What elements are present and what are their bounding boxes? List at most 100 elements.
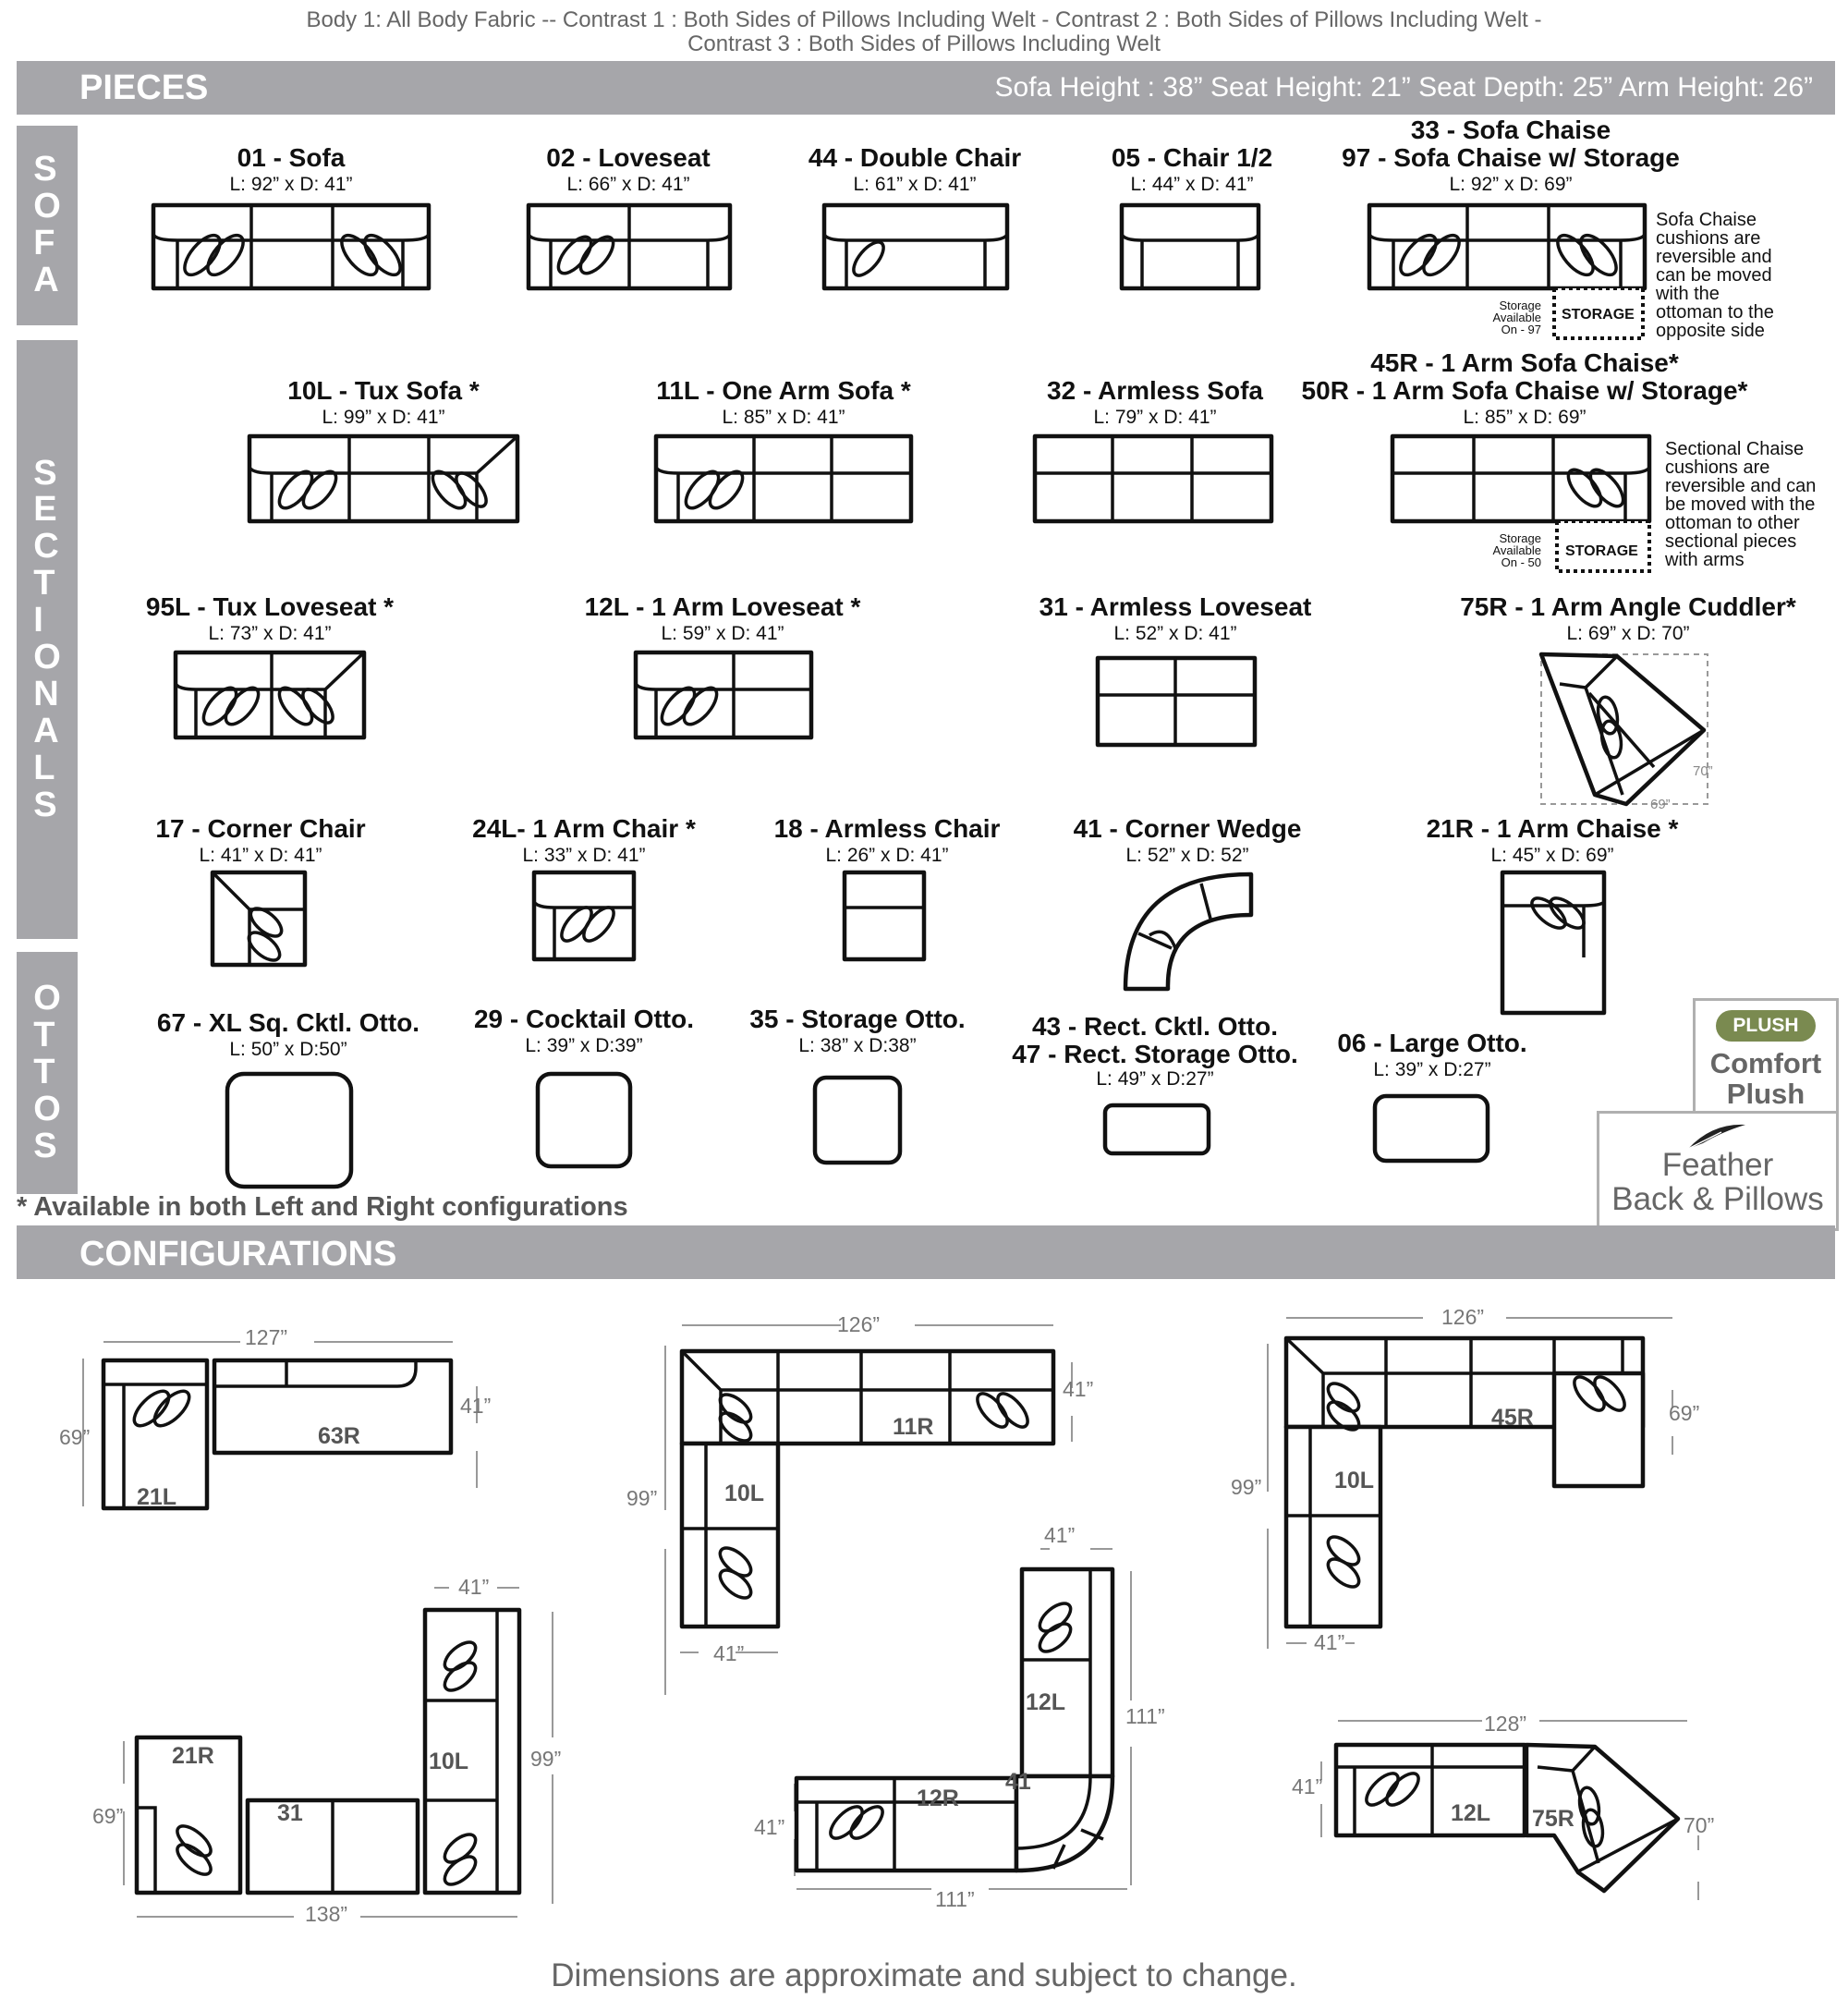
- piece-specs: Sofa Height : 38” Seat Height: 21” Seat …: [994, 72, 1813, 103]
- config-1-label-63R: 63R: [318, 1423, 360, 1449]
- config-5-top: 41”: [1044, 1523, 1076, 1547]
- config-3-drawing: [1267, 1317, 1673, 1649]
- piece-44-drawing: [821, 202, 1010, 291]
- feather-badge: Feather Back & Pillows: [1597, 1111, 1839, 1231]
- storage-label-97: STORAGE: [1562, 307, 1635, 323]
- piece-75R-dims: L: 69” x D: 70”: [1566, 623, 1690, 644]
- piece-11L-dims: L: 85” x D: 41”: [722, 407, 845, 428]
- configurations-band: CONFIGURATIONS: [17, 1225, 1835, 1279]
- config-2-drawing: [664, 1324, 1073, 1695]
- piece-31-drawing: [1095, 655, 1258, 748]
- piece-45R-drawing: [1390, 433, 1652, 573]
- note-line: with the: [1656, 284, 1720, 304]
- piece-45R-title: 45R - 1 Arm Sofa Chaise*: [1370, 348, 1679, 377]
- piece-67-drawing: [225, 1071, 354, 1189]
- piece-05-drawing: [1119, 202, 1261, 291]
- note-line: ottoman to other: [1665, 513, 1800, 533]
- config-4-height: 99”: [530, 1747, 562, 1771]
- piece-05-title: 05 - Chair 1/2: [1111, 143, 1273, 172]
- piece-41-drawing: [1123, 871, 1254, 992]
- config-2-width: 126”: [837, 1312, 881, 1336]
- piece-32-dims: L: 79” x D: 41”: [1093, 407, 1217, 428]
- config-5-left: 41”: [754, 1815, 785, 1839]
- piece-18-drawing: [842, 870, 927, 962]
- note-line: On - 97: [1501, 323, 1541, 336]
- config-3-height: 99”: [1231, 1475, 1262, 1499]
- config-4-top: 41”: [458, 1575, 490, 1599]
- config-4-label-10L: 10L: [429, 1749, 469, 1774]
- piece-43-drawing: [1102, 1103, 1211, 1156]
- piece-12L-title: 12L - 1 Arm Loveseat *: [584, 592, 861, 621]
- back-pillows-label: Back & Pillows: [1611, 1180, 1824, 1217]
- config-5-height: 111”: [1125, 1704, 1165, 1728]
- piece-29-drawing: [535, 1071, 633, 1169]
- plush-pill: PLUSH: [1716, 1010, 1816, 1042]
- config-6-width: 128”: [1484, 1712, 1527, 1736]
- config-3-bottom: 41”: [1314, 1630, 1345, 1654]
- note-line: Storage: [1499, 531, 1541, 545]
- config-3-width: 126”: [1441, 1305, 1485, 1329]
- piece-67-title: 67 - XL Sq. Cktl. Otto.: [156, 1008, 420, 1037]
- config-2-height: 99”: [626, 1486, 658, 1510]
- config-1-drawing: [82, 1341, 478, 1511]
- piece-47-title: 47 - Rect. Storage Otto.: [1012, 1040, 1298, 1068]
- piece-11L-drawing: [653, 433, 914, 524]
- piece-17-drawing: [210, 870, 308, 968]
- note-line: On - 50: [1501, 555, 1541, 569]
- note-line: Storage: [1499, 299, 1541, 312]
- config-5-label-12L: 12L: [1026, 1689, 1066, 1715]
- config-6-left: 41”: [1292, 1774, 1323, 1798]
- config-3-depth: 69”: [1669, 1401, 1700, 1425]
- tab-letter: C: [33, 527, 59, 567]
- piece-95L-dims: L: 73” x D: 41”: [208, 623, 332, 644]
- comfort-label: Comfort: [1709, 1047, 1822, 1079]
- piece-95L-drawing: [173, 650, 367, 740]
- note-line: Sectional Chaise: [1665, 439, 1805, 459]
- storage-label-50: STORAGE: [1565, 543, 1638, 559]
- piece-06-drawing: [1372, 1093, 1490, 1164]
- piece-02-title: 02 - Loveseat: [546, 143, 711, 172]
- piece-21R-title: 21R - 1 Arm Chaise *: [1426, 814, 1679, 843]
- piece-10L-title: 10L - Tux Sofa *: [287, 376, 480, 405]
- tab-letter: O: [33, 638, 61, 676]
- fabric-note-line-2: Contrast 3 : Both Sides of Pillows Inclu…: [687, 31, 1161, 56]
- piece-75R-depth: 70”: [1693, 763, 1713, 779]
- piece-43-dims: L: 49” x D:27”: [1096, 1068, 1214, 1090]
- note-line: with arms: [1665, 550, 1745, 570]
- tab-letter: T: [33, 564, 55, 603]
- pieces-band: PIECES Sofa Height : 38” Seat Height: 21…: [17, 61, 1835, 115]
- tab-letter: O: [33, 979, 61, 1018]
- tab-letter: S: [33, 1126, 57, 1165]
- config-6-drawing: [1320, 1720, 1699, 1900]
- piece-05-dims: L: 44” x D: 41”: [1130, 174, 1254, 195]
- piece-33-title: 33 - Sofa Chaise: [1410, 116, 1611, 144]
- config-1-depth-left: 69”: [59, 1425, 91, 1449]
- tab-letter: S: [33, 785, 57, 824]
- piece-17-dims: L: 41” x D: 41”: [199, 845, 322, 866]
- piece-33-dims: L: 92” x D: 69”: [1449, 174, 1573, 195]
- piece-32-title: 32 - Armless Sofa: [1047, 376, 1263, 405]
- config-6-right: 70”: [1684, 1813, 1715, 1837]
- tab-letter: O: [33, 187, 61, 226]
- config-4-drawing: [123, 1587, 553, 1918]
- config-1-label-21L: 21L: [137, 1484, 177, 1510]
- note-line: cushions are: [1665, 457, 1770, 478]
- piece-02-drawing: [526, 202, 733, 291]
- configurations-title: CONFIGURATIONS: [79, 1235, 397, 1274]
- config-2-bottom: 41”: [713, 1641, 745, 1665]
- config-3-label-10L: 10L: [1334, 1468, 1375, 1493]
- tab-letter: L: [33, 748, 55, 787]
- piece-95L-title: 95L - Tux Loveseat *: [145, 592, 395, 621]
- config-5-label-12R: 12R: [917, 1786, 959, 1811]
- config-5-drawing: [794, 1548, 1132, 1890]
- tab-letter: E: [33, 490, 57, 530]
- config-2-label-11R: 11R: [893, 1414, 934, 1440]
